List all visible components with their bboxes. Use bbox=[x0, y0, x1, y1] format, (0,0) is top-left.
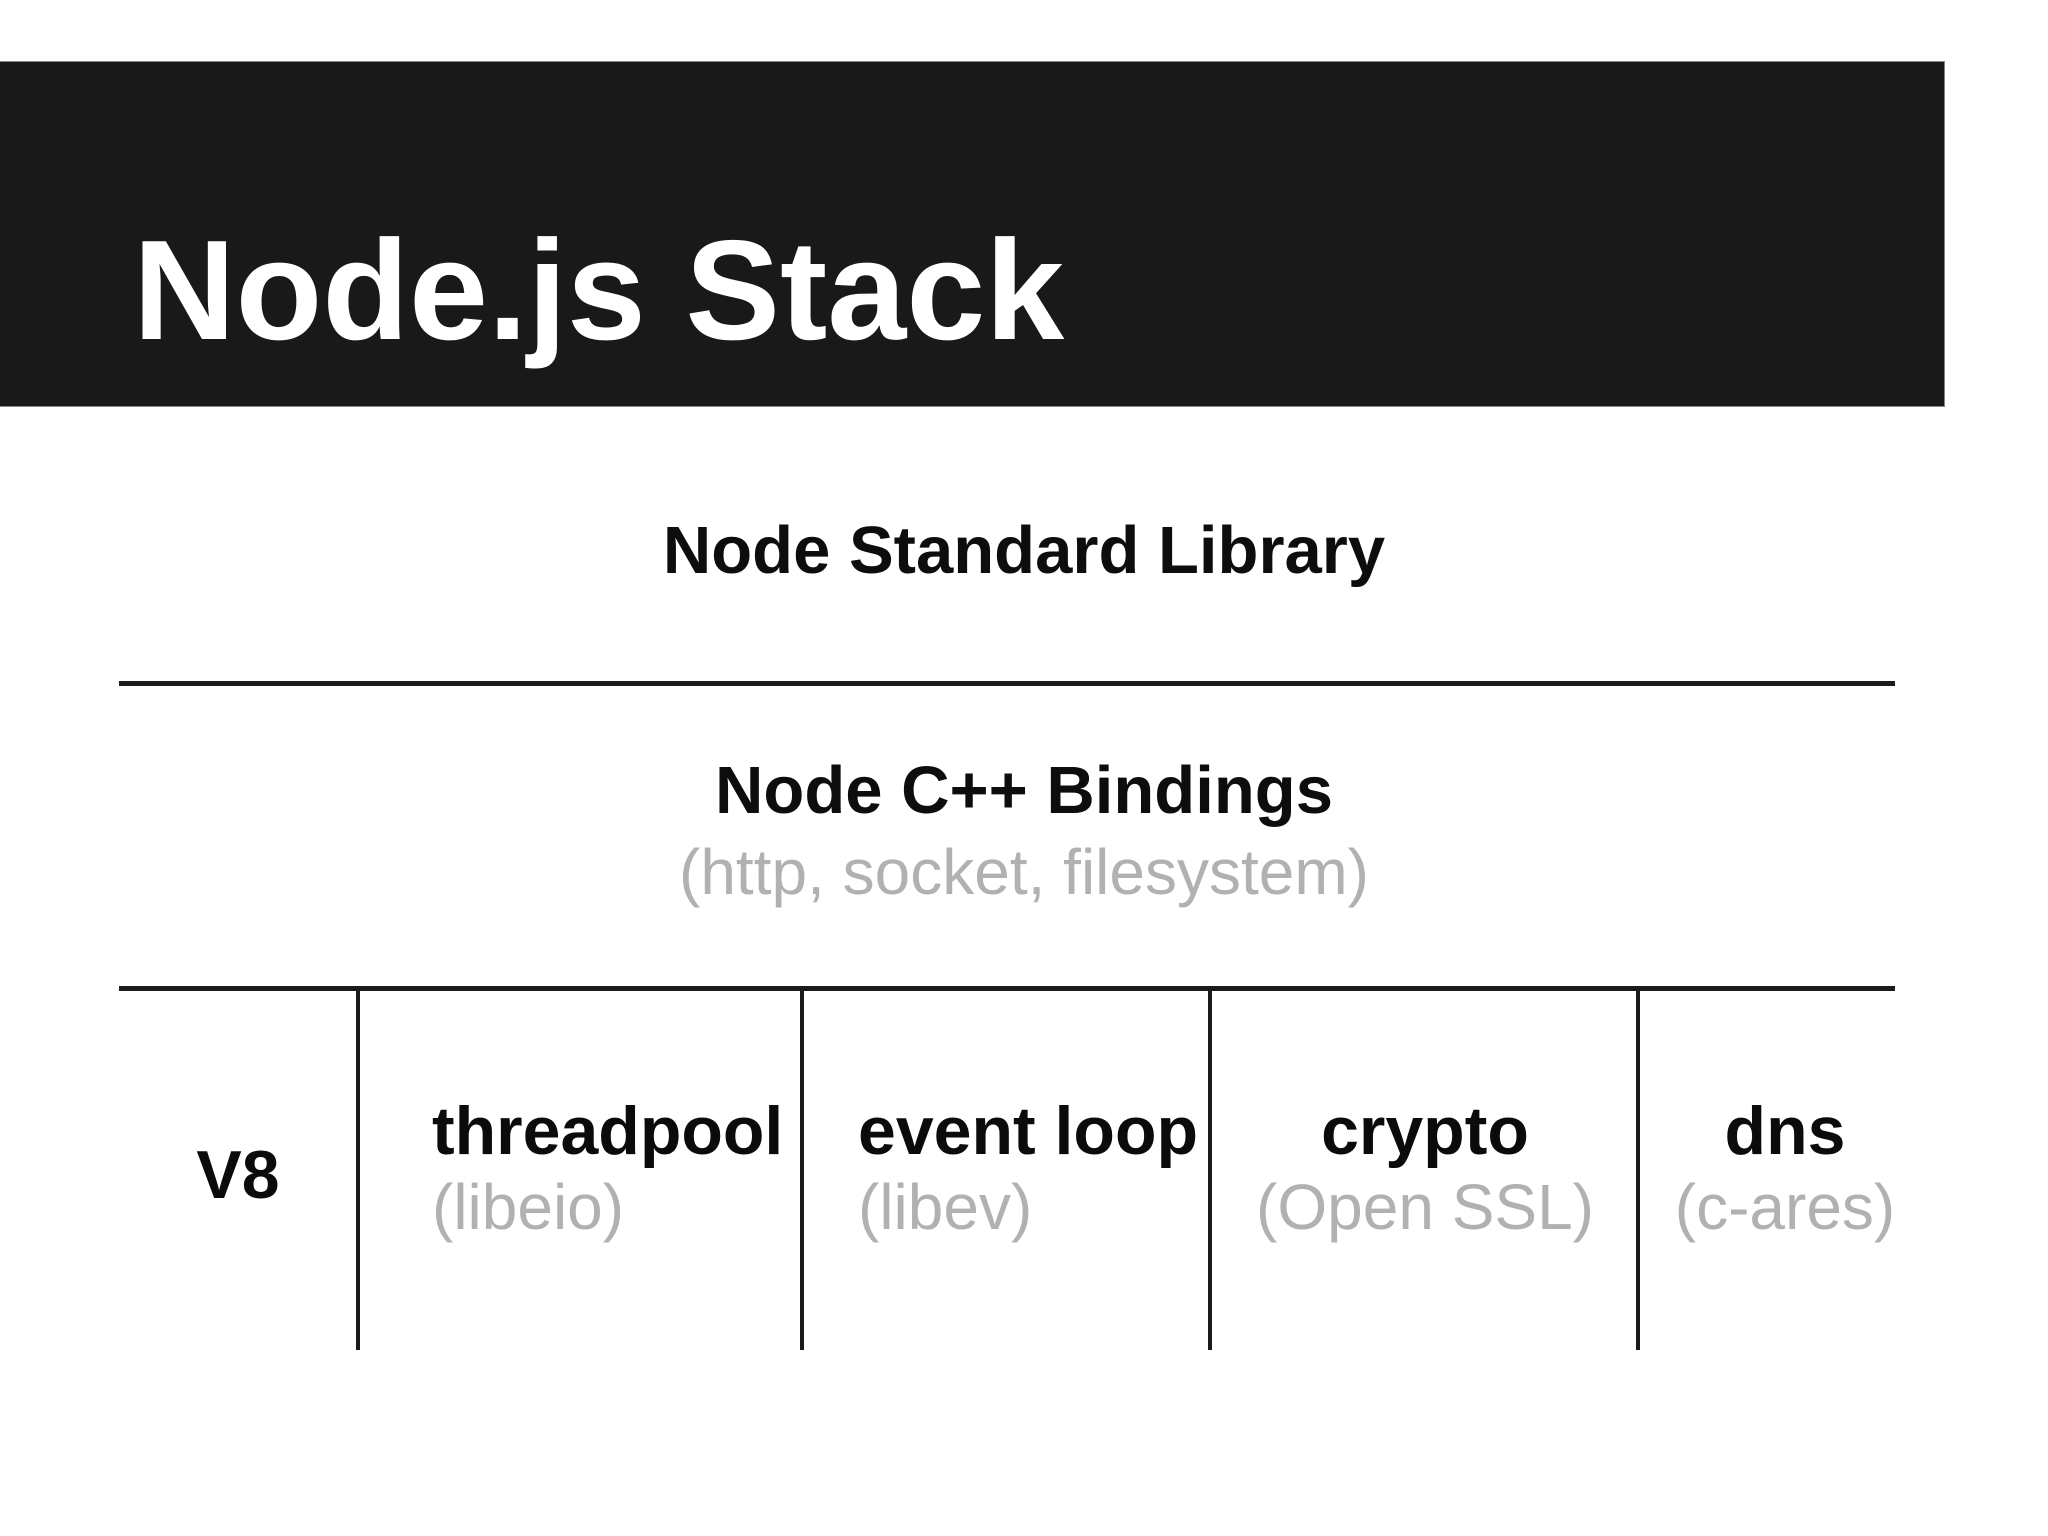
layer-node-standard-library: Node Standard Library bbox=[662, 513, 1386, 588]
component-lib-event-loop: (libev) bbox=[858, 1171, 1033, 1243]
component-lib-dns: (c-ares) bbox=[1674, 1171, 1896, 1243]
component-name-v8: V8 bbox=[196, 1137, 280, 1213]
slide-title: Node.js Stack bbox=[133, 211, 1065, 370]
component-name-event-loop: event loop bbox=[858, 1093, 1199, 1169]
component-name-dns: dns bbox=[1724, 1093, 1846, 1169]
component-lib-crypto: (Open SSL) bbox=[1256, 1171, 1594, 1243]
stack-cell-event-loop: event loop (libev) bbox=[858, 1092, 1198, 1244]
stack-cell-v8: V8 bbox=[120, 1136, 356, 1214]
column-divider-2 bbox=[800, 988, 804, 1350]
column-divider-3 bbox=[1208, 988, 1212, 1350]
stack-cell-dns: dns (c-ares) bbox=[1666, 1092, 1904, 1244]
column-divider-4 bbox=[1636, 988, 1640, 1350]
divider-line-standard-library bbox=[119, 681, 1895, 686]
stack-cell-crypto: crypto (Open SSL) bbox=[1212, 1092, 1638, 1244]
component-name-crypto: crypto bbox=[1321, 1093, 1529, 1169]
layer-node-cpp-bindings: Node C++ Bindings bbox=[715, 753, 1333, 828]
component-name-threadpool: threadpool bbox=[432, 1093, 784, 1169]
stack-cell-threadpool: threadpool (libeio) bbox=[432, 1092, 783, 1244]
divider-line-bindings-bottom bbox=[119, 986, 1895, 991]
title-bar bbox=[0, 61, 1945, 407]
component-lib-threadpool: (libeio) bbox=[432, 1171, 625, 1243]
column-divider-1 bbox=[356, 988, 360, 1350]
cpp-bindings-sublabel: (http, socket, filesystem) bbox=[679, 836, 1369, 908]
